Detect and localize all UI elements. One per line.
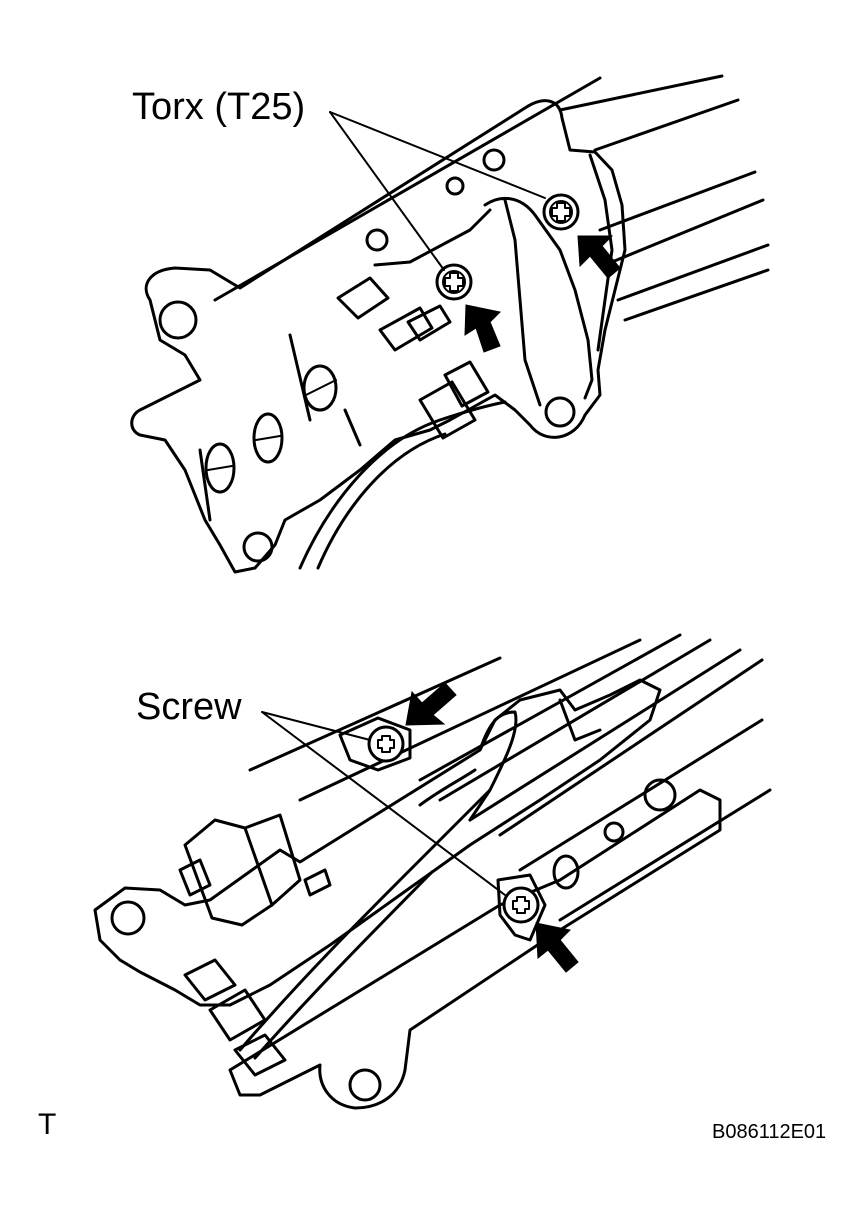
screw-tab-lower [496,873,547,942]
bottom-lower-rail [228,788,722,1110]
top-rail-line [598,170,757,232]
bottom-seat-track-assembly [93,633,772,1110]
bottom-rail-profile [303,868,332,897]
bottom-rail-line [518,718,764,872]
top-rail-line [558,74,724,112]
screw-leader-line [261,711,506,896]
top-cable [316,432,447,570]
bottom-rail-hole [552,854,580,890]
bottom-cable [253,870,434,1060]
top-connector [443,360,490,408]
top-plate-hole [482,148,506,172]
top-cable [298,400,507,570]
bottom-motor-block [183,818,274,927]
top-rail-line [623,268,770,322]
bottom-rail-line [298,638,642,802]
figure-code: B086112E01 [712,1121,827,1143]
screw-arrow-lower [535,922,579,973]
screw-arrow-upper [405,682,457,726]
top-slot-hole [252,412,284,464]
corner-mark: T [38,1108,57,1141]
bottom-rail-profile [468,710,518,822]
top-seat-track-assembly [130,74,770,574]
top-slot-hole [204,442,236,494]
screw-callout-label: Screw [136,686,242,728]
bottom-motor-block [178,858,212,897]
bottom-rail-hole [643,778,677,812]
bottom-mount-hole-right [348,1068,382,1102]
bottom-motor-block [243,813,302,907]
bottom-lower-block [233,1033,287,1077]
top-recliner-cover [588,153,614,352]
top-plate-hole [544,396,576,428]
bottom-cable [238,788,492,1052]
top-recliner-cover [483,196,594,407]
bottom-upper-rail [93,678,662,1007]
bottom-rail-line [468,648,742,822]
top-connector [418,380,477,440]
top-inner-frame [288,208,492,422]
screw-tab-upper [338,716,412,772]
top-mount-hole [158,300,198,340]
top-slot-divider [207,465,233,471]
top-slot-divider [255,435,281,441]
bottom-rail-profile [558,698,602,742]
top-inner-block [378,306,434,352]
top-plate-hole [365,228,389,252]
torx-leader-line [329,111,546,199]
bottom-lower-block [183,958,237,1002]
bottom-rail-line [438,638,712,802]
bottom-rail-profile [418,768,477,807]
top-bracket-plate [130,99,627,574]
top-rail-line [616,243,770,302]
screw-leader-line [261,711,371,741]
bottom-rail-line [498,658,764,837]
top-inner-block [406,304,452,342]
bottom-rail-line [248,656,502,772]
torx-arrow-lower [464,304,502,353]
top-rail-line [593,98,740,152]
top-slot-divider [305,379,337,396]
bottom-rail-hole [603,821,625,843]
torx-bolt-lower [435,263,473,301]
top-rail-line [610,198,765,264]
top-plate-hole [445,176,465,196]
torx-bolt-upper [542,193,580,231]
bottom-rail-line [418,633,682,782]
bottom-mount-hole-left [110,900,146,936]
torx-callout-label: Torx (T25) [132,86,306,128]
top-inner-block [336,276,390,320]
screw-upper [367,725,405,763]
bottom-rail-line [558,788,772,922]
top-plate-hole [242,531,274,563]
torx-arrow-upper [577,235,621,279]
top-inner-frame [198,408,362,522]
screw-lower [502,886,540,924]
torx-leader-line [329,111,445,271]
